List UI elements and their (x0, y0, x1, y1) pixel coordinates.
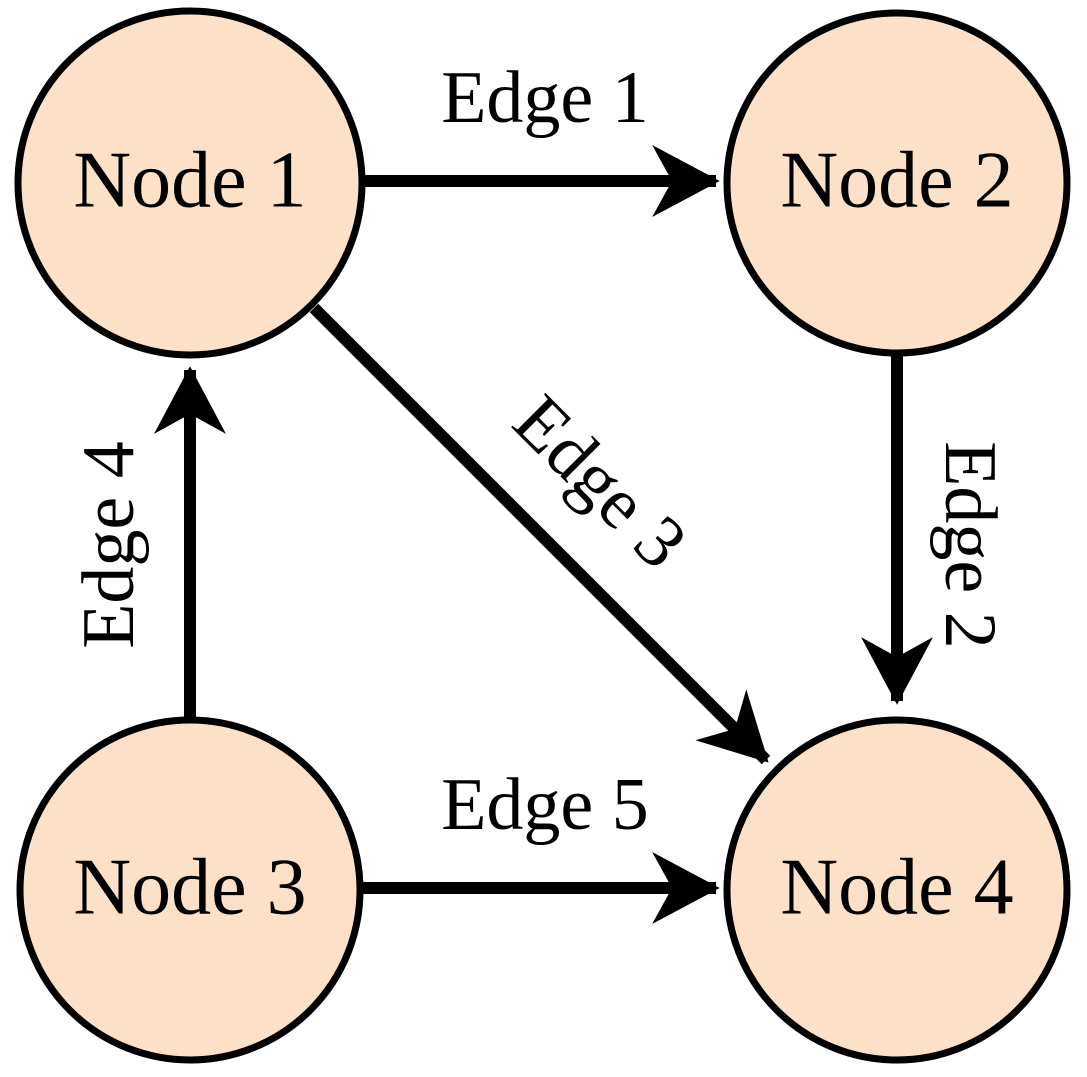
edge-edge3-line (309, 303, 771, 765)
node-node2-circle (723, 9, 1071, 357)
node-node1-label: Node 1 (73, 136, 306, 224)
edge-edge2[interactable]: Edge 2 (861, 352, 1011, 705)
node-node2[interactable]: Node 2 (723, 9, 1071, 357)
edge-edge4[interactable]: Edge 4 (68, 366, 226, 722)
edge-edge3[interactable]: Edge 3 (309, 303, 771, 765)
node-node4-circle (723, 716, 1071, 1064)
node-node2-label: Node 2 (780, 136, 1013, 224)
node-node4-label: Node 4 (780, 843, 1013, 931)
edge-edge4-label: Edge 4 (68, 441, 150, 649)
node-node3[interactable]: Node 3 (16, 716, 364, 1064)
edge-edge2-label: Edge 2 (929, 441, 1011, 649)
node-node4[interactable]: Node 4 (723, 716, 1071, 1064)
node-node3-circle (16, 716, 364, 1064)
edge-edge5[interactable]: Edge 5 (358, 764, 720, 924)
edge-edge5-label: Edge 5 (441, 764, 649, 846)
node-node1[interactable]: Node 1 (14, 7, 366, 359)
edge-edge3-label: Edge 3 (498, 380, 703, 585)
edge-edge1-label: Edge 1 (441, 57, 649, 139)
node-node3-label: Node 3 (73, 843, 306, 931)
edge-edge1[interactable]: Edge 1 (358, 57, 720, 217)
node-node1-circle (14, 7, 366, 359)
